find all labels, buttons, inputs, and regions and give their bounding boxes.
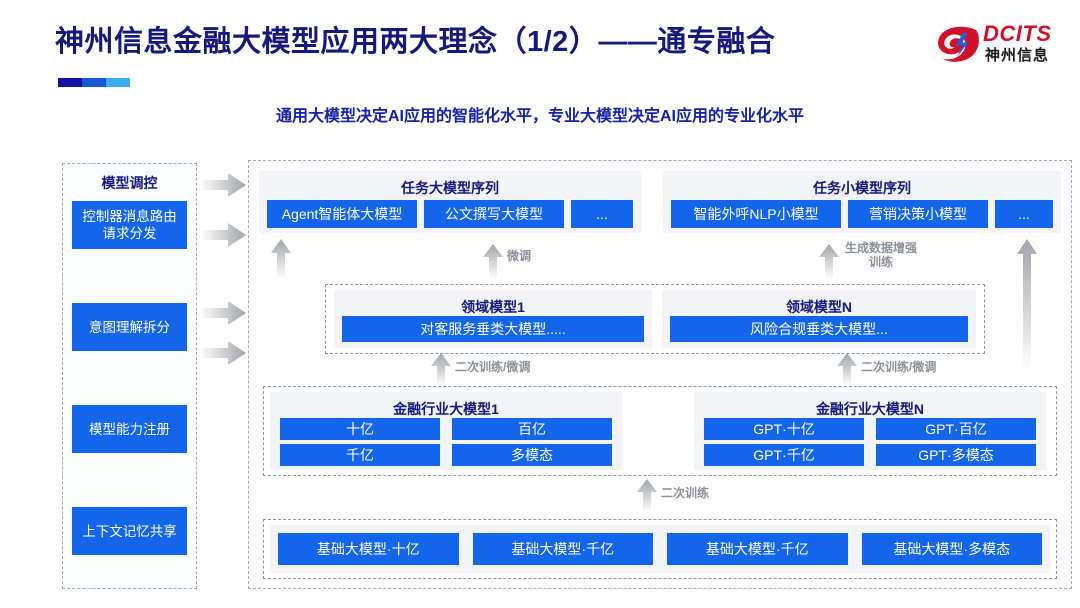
chip-base-hundred-billion-1[interactable]: 基础大模型·千亿 bbox=[472, 533, 653, 565]
chip-marketing-decision-small-model[interactable]: 营销决策小模型 bbox=[848, 200, 988, 228]
dcits-swirl-icon bbox=[938, 26, 979, 62]
chip-gpt-hundred-billion[interactable]: GPT·千亿 bbox=[704, 444, 864, 466]
industry-model-1-card: 金融行业大模型1 十亿 百亿 千亿 多模态 bbox=[270, 392, 622, 470]
control-item-intent[interactable]: 意图理解拆分 bbox=[72, 303, 187, 351]
domain-model-band: 领域模型1 对客服务垂类大模型..... 领域模型N 风险合规垂类大模型... bbox=[325, 284, 985, 354]
chip-gpt-ten-billion[interactable]: GPT·百亿 bbox=[876, 418, 1036, 440]
group-title: 领域模型1 bbox=[461, 299, 525, 315]
arrow-label-retrain-finetune-right: 二次训练/微调 bbox=[861, 360, 937, 374]
right-arrow-icon bbox=[200, 223, 246, 247]
chip-hundred-billion[interactable]: 千亿 bbox=[280, 444, 440, 466]
dcits-logo: DCITS 神州信息 bbox=[936, 20, 1062, 76]
group-title: 任务小模型序列 bbox=[813, 180, 911, 196]
task-small-model-sequence-group: 任务小模型序列 智能外呼NLP小模型 营销决策小模型 ... bbox=[663, 171, 1061, 233]
chip-risk-compliance-vertical-model[interactable]: 风险合规垂类大模型... bbox=[670, 316, 968, 342]
up-arrow-icon bbox=[483, 244, 503, 279]
control-item-context[interactable]: 上下文记忆共享 bbox=[72, 507, 187, 555]
arrow-label-fine-tune: 微调 bbox=[507, 249, 532, 263]
slide-header: 神州信息金融大模型应用两大理念（1/2）——通专融合 DCITS 神州信息 通用… bbox=[0, 0, 1080, 126]
chip-more-large-models[interactable]: ... bbox=[571, 200, 633, 228]
domain-model-n-card: 领域模型N 风险合规垂类大模型... bbox=[662, 290, 976, 348]
arrow-label-retrain: 二次训练 bbox=[661, 486, 710, 500]
industry-model-band: 金融行业大模型1 十亿 百亿 千亿 多模态 金融行业大模型N GPT·十亿 GP… bbox=[263, 386, 1057, 476]
group-title: 任务大模型序列 bbox=[401, 180, 499, 196]
chip-ten-billion[interactable]: 百亿 bbox=[452, 418, 612, 440]
chip-base-multimodal[interactable]: 基础大模型·多模态 bbox=[861, 533, 1042, 565]
chip-gpt-billion[interactable]: GPT·十亿 bbox=[704, 418, 864, 440]
architecture-diagram: 任务大模型序列 Agent智能体大模型 公文撰写大模型 ... 任务小模型序列 … bbox=[248, 160, 1072, 589]
arrow-label-line1: 生成数据增强 bbox=[845, 241, 918, 255]
up-arrow-icon bbox=[1017, 239, 1037, 371]
logo-wordmark-cn: 神州信息 bbox=[985, 47, 1050, 64]
task-large-model-sequence-group: 任务大模型序列 Agent智能体大模型 公文撰写大模型 ... bbox=[259, 171, 641, 233]
up-arrow-icon bbox=[837, 353, 857, 387]
arrow-label-line2: 训练 bbox=[869, 255, 894, 269]
control-item-registry[interactable]: 模型能力注册 bbox=[72, 405, 187, 453]
arrow-label-data-augmentation: 生成数据增强 训练 bbox=[845, 241, 917, 269]
arrow-label-retrain-finetune-left: 二次训练/微调 bbox=[455, 360, 531, 374]
chip-multimodal[interactable]: 多模态 bbox=[452, 444, 612, 466]
group-title: 金融行业大模型N bbox=[815, 401, 925, 417]
right-arrow-icon bbox=[200, 301, 246, 325]
up-arrow-icon bbox=[431, 353, 451, 387]
up-arrow-icon bbox=[637, 479, 657, 513]
page-title: 神州信息金融大模型应用两大理念（1/2）——通专融合 bbox=[55, 26, 776, 58]
chip-billion[interactable]: 十亿 bbox=[280, 418, 440, 440]
right-arrow-icon bbox=[200, 173, 246, 197]
up-arrow-icon bbox=[819, 244, 839, 279]
logo-wordmark-en: DCITS bbox=[983, 21, 1052, 46]
model-control-panel: 模型调控 控制器消息路由请求分发 意图理解拆分 模型能力注册 上下文记忆共享 bbox=[62, 163, 197, 589]
chip-base-hundred-billion-2[interactable]: 基础大模型·千亿 bbox=[667, 533, 848, 565]
control-item-router[interactable]: 控制器消息路由请求分发 bbox=[72, 201, 187, 249]
chip-document-writing-model[interactable]: 公文撰写大模型 bbox=[424, 200, 564, 228]
chip-gpt-multimodal[interactable]: GPT·多模态 bbox=[876, 444, 1036, 466]
base-model-band: 基础大模型·十亿 基础大模型·千亿 基础大模型·千亿 基础大模型·多模态 bbox=[263, 519, 1057, 579]
title-underline-decoration bbox=[58, 78, 130, 87]
chip-more-small-models[interactable]: ... bbox=[995, 200, 1053, 228]
chip-outbound-nlp-small-model[interactable]: 智能外呼NLP小模型 bbox=[671, 200, 841, 228]
up-arrow-icon bbox=[271, 239, 291, 279]
group-title: 金融行业大模型1 bbox=[393, 401, 499, 417]
industry-model-n-card: 金融行业大模型N GPT·十亿 GPT·百亿 GPT·千亿 GPT·多模态 bbox=[694, 392, 1046, 470]
group-title: 领域模型N bbox=[785, 299, 853, 315]
chip-customer-service-vertical-model[interactable]: 对客服务垂类大模型..... bbox=[342, 316, 644, 342]
chip-agent-large-model[interactable]: Agent智能体大模型 bbox=[267, 200, 417, 228]
slide-subtitle: 通用大模型决定AI应用的智能化水平，专业大模型决定AI应用的专业化水平 bbox=[275, 108, 804, 125]
right-arrow-icon bbox=[200, 341, 246, 365]
model-control-title: 模型调控 bbox=[101, 175, 158, 191]
chip-base-billion[interactable]: 基础大模型·十亿 bbox=[278, 533, 459, 565]
domain-model-1-card: 领域模型1 对客服务垂类大模型..... bbox=[334, 290, 652, 348]
